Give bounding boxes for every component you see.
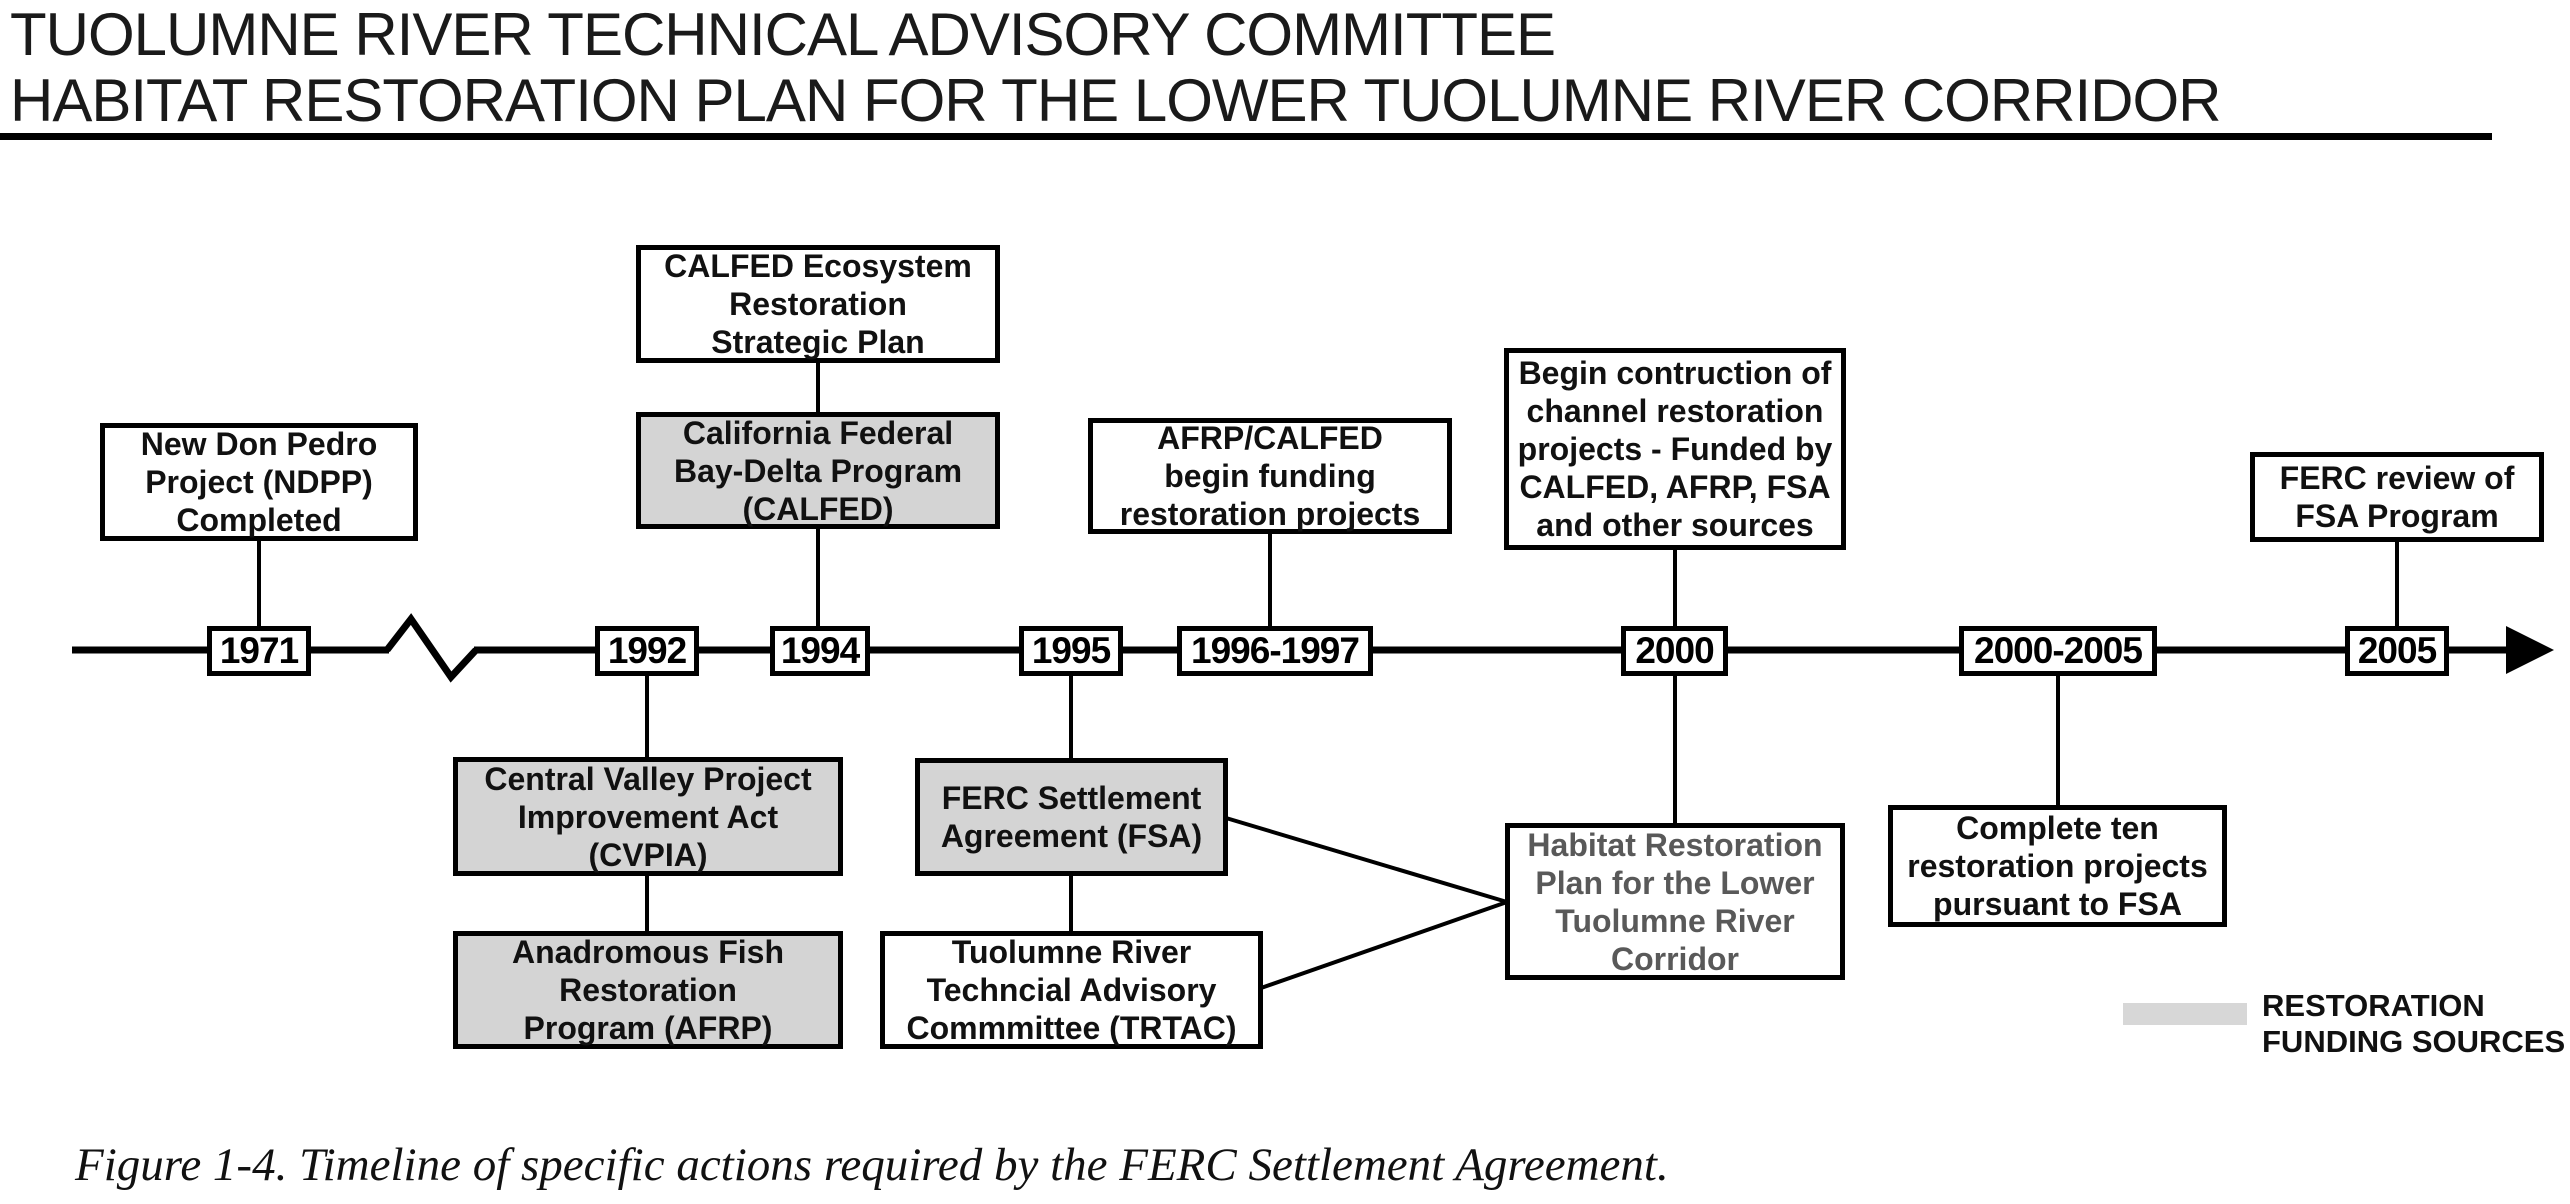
connector-fsa-to-plan	[1225, 816, 1508, 904]
event-habitat-plan: Habitat Restoration Plan for the Lower T…	[1505, 823, 1845, 980]
tick-2000-2005-label: 2000-2005	[1974, 630, 2143, 671]
header-rule	[0, 133, 2492, 140]
tick-1994: 1994	[770, 626, 870, 676]
tick-1994-label: 1994	[780, 630, 860, 671]
event-trtac: Tuolumne River Techncial Advisory Commmi…	[880, 931, 1263, 1049]
event-cvpia: Central Valley Project Improvement Act (…	[453, 757, 843, 876]
tick-2000: 2000	[1621, 626, 1728, 676]
event-calfed-ecosystem-plan: CALFED Ecosystem Restoration Strategic P…	[636, 245, 1000, 363]
tick-1996-1997-label: 1996-1997	[1191, 630, 1360, 671]
event-afrp: Anadromous Fish Restoration Program (AFR…	[453, 931, 843, 1049]
event-new-don-pedro: New Don Pedro Project (NDPP) Completed	[100, 423, 418, 541]
document-title: TUOLUMNE RIVER TECHNICAL ADVISORY COMMIT…	[10, 2, 2221, 134]
tick-1992-label: 1992	[607, 630, 687, 671]
tick-2000-2005: 2000-2005	[1959, 626, 2157, 676]
event-complete-ten: Complete ten restoration projects pursua…	[1888, 805, 2227, 927]
event-ferc-review: FERC review of FSA Program	[2250, 452, 2544, 542]
figure-caption: Figure 1-4. Timeline of specific actions…	[75, 1139, 1669, 1191]
tick-1971: 1971	[207, 626, 311, 676]
document-title-line1: TUOLUMNE RIVER TECHNICAL ADVISORY COMMIT…	[10, 1, 1556, 68]
timeline-arrowhead	[2506, 626, 2554, 674]
event-calfed-program: California Federal Bay-Delta Program (CA…	[636, 412, 1000, 529]
event-afrp-calfed-funding: AFRP/CALFED begin funding restoration pr…	[1088, 418, 1452, 534]
tick-2000-label: 2000	[1635, 630, 1714, 671]
tick-1995: 1995	[1019, 626, 1123, 676]
timeline-break	[384, 613, 479, 683]
tick-1996-1997: 1996-1997	[1177, 626, 1373, 676]
connector-trtac-to-plan	[1260, 900, 1508, 990]
event-begin-construction: Begin contruction of channel restoration…	[1504, 348, 1846, 550]
tick-1995-label: 1995	[1031, 630, 1111, 671]
tick-1971-label: 1971	[219, 630, 299, 671]
legend-label: RESTORATION FUNDING SOURCES	[2262, 988, 2566, 1059]
document-title-line2: HABITAT RESTORATION PLAN FOR THE LOWER T…	[10, 67, 2221, 134]
event-fsa: FERC Settlement Agreement (FSA)	[915, 758, 1228, 876]
legend-swatch-funding-sources	[2123, 1003, 2247, 1025]
tick-2005-label: 2005	[2357, 630, 2437, 671]
tick-2005: 2005	[2345, 626, 2449, 676]
tick-1992: 1992	[595, 626, 699, 676]
